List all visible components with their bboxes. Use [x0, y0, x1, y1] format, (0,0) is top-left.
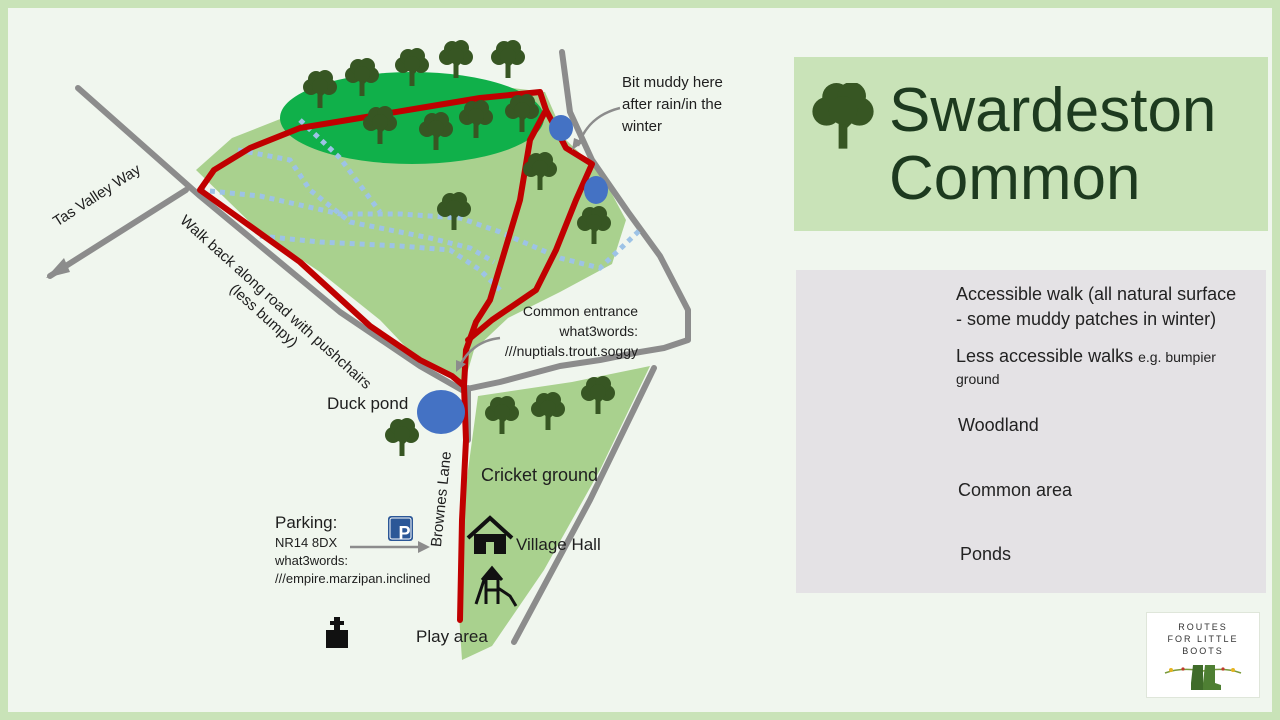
- map-canvas: Bit muddy here after rain/in the winter …: [8, 8, 1272, 712]
- title-panel: Swardeston Common: [794, 57, 1268, 231]
- title-line1: Swardeston: [889, 76, 1217, 145]
- road-tas-valley: [47, 187, 189, 279]
- logo-line1: ROUTES: [1178, 622, 1228, 632]
- woodland-area: [280, 72, 544, 164]
- pond-east: [584, 176, 608, 204]
- entrance-line3: ///nuptials.trout.soggy: [504, 343, 638, 359]
- legend-ponds: Ponds: [960, 544, 1012, 564]
- routes-for-little-boots-logo: ROUTES FOR LITTLE BOOTS: [1146, 612, 1260, 698]
- duck-pond-label: Duck pond: [327, 394, 409, 413]
- page-title: Swardeston Common: [889, 77, 1216, 213]
- entrance-line1: Common entrance: [522, 303, 638, 319]
- play-area-label: Play area: [416, 627, 488, 646]
- roads: [47, 49, 691, 645]
- legend-accessible-walk: Accessible walk (all natural surface - s…: [956, 283, 1236, 330]
- village-hall-label: Village Hall: [516, 535, 601, 554]
- logo-text: ROUTES FOR LITTLE BOOTS: [1147, 621, 1259, 657]
- road-main: [75, 49, 691, 393]
- tas-valley-arrowhead: [46, 258, 70, 278]
- parking-postcode: NR14 8DX: [275, 535, 338, 550]
- parking-icon: [388, 516, 413, 541]
- parking-info: Parking: NR14 8DX what3words: ///empire.…: [275, 512, 430, 588]
- tree-icon: [489, 38, 527, 80]
- muddy-note-line: Bit muddy here: [622, 74, 723, 91]
- muddy-note-line: winter: [622, 118, 663, 135]
- parking-title: Parking:: [275, 513, 338, 532]
- pond-north: [549, 115, 573, 141]
- tree-icon: [812, 83, 874, 149]
- legend-common-area: Common area: [958, 480, 1073, 500]
- legend-woodland: Woodland: [958, 415, 1039, 435]
- legend-less-accessible: Less accessible walks e.g. bumpier groun…: [956, 345, 1216, 390]
- tree-icon: [383, 416, 421, 458]
- road-cricket-edge: [511, 365, 657, 645]
- muddy-note-line: after rain/in the: [622, 96, 723, 113]
- parking-w3w: ///empire.marzipan.inclined: [275, 571, 431, 586]
- logo-line3: BOOTS: [1182, 646, 1224, 656]
- cricket-ground-label: Cricket ground: [481, 465, 599, 485]
- parking-w3w-label: what3words:: [275, 553, 348, 568]
- legend-less-accessible-line2: ground: [956, 371, 1000, 387]
- playground-icon: [474, 565, 518, 607]
- legend-less-accessible-small: e.g. bumpier: [1138, 349, 1216, 365]
- title-line2: Common: [889, 144, 1141, 213]
- boots-icon: [1164, 665, 1242, 690]
- legend-accessible-line1: Accessible walk (all natural surface: [956, 284, 1237, 304]
- church-icon: [326, 617, 348, 648]
- logo-line2: FOR LITTLE: [1167, 634, 1239, 644]
- pond-duck: [417, 390, 465, 434]
- common-area-cricket: [458, 366, 650, 660]
- entrance-note: Common entrance what3words: ///nuptials.…: [488, 301, 638, 361]
- entrance-line2: what3words:: [559, 323, 638, 339]
- legend-accessible-line2: - some muddy patches in winter): [956, 309, 1217, 329]
- tree-icon: [437, 38, 475, 80]
- house-icon: [466, 515, 514, 554]
- less-accessible-walks: [199, 118, 642, 292]
- muddy-note: Bit muddy here after rain/in the winter: [622, 72, 723, 138]
- legend-less-accessible-main: Less accessible walks: [956, 346, 1139, 366]
- accessible-walks: [197, 89, 595, 623]
- parking-sign-letter: P: [398, 523, 411, 543]
- legend-panel: [796, 270, 1266, 593]
